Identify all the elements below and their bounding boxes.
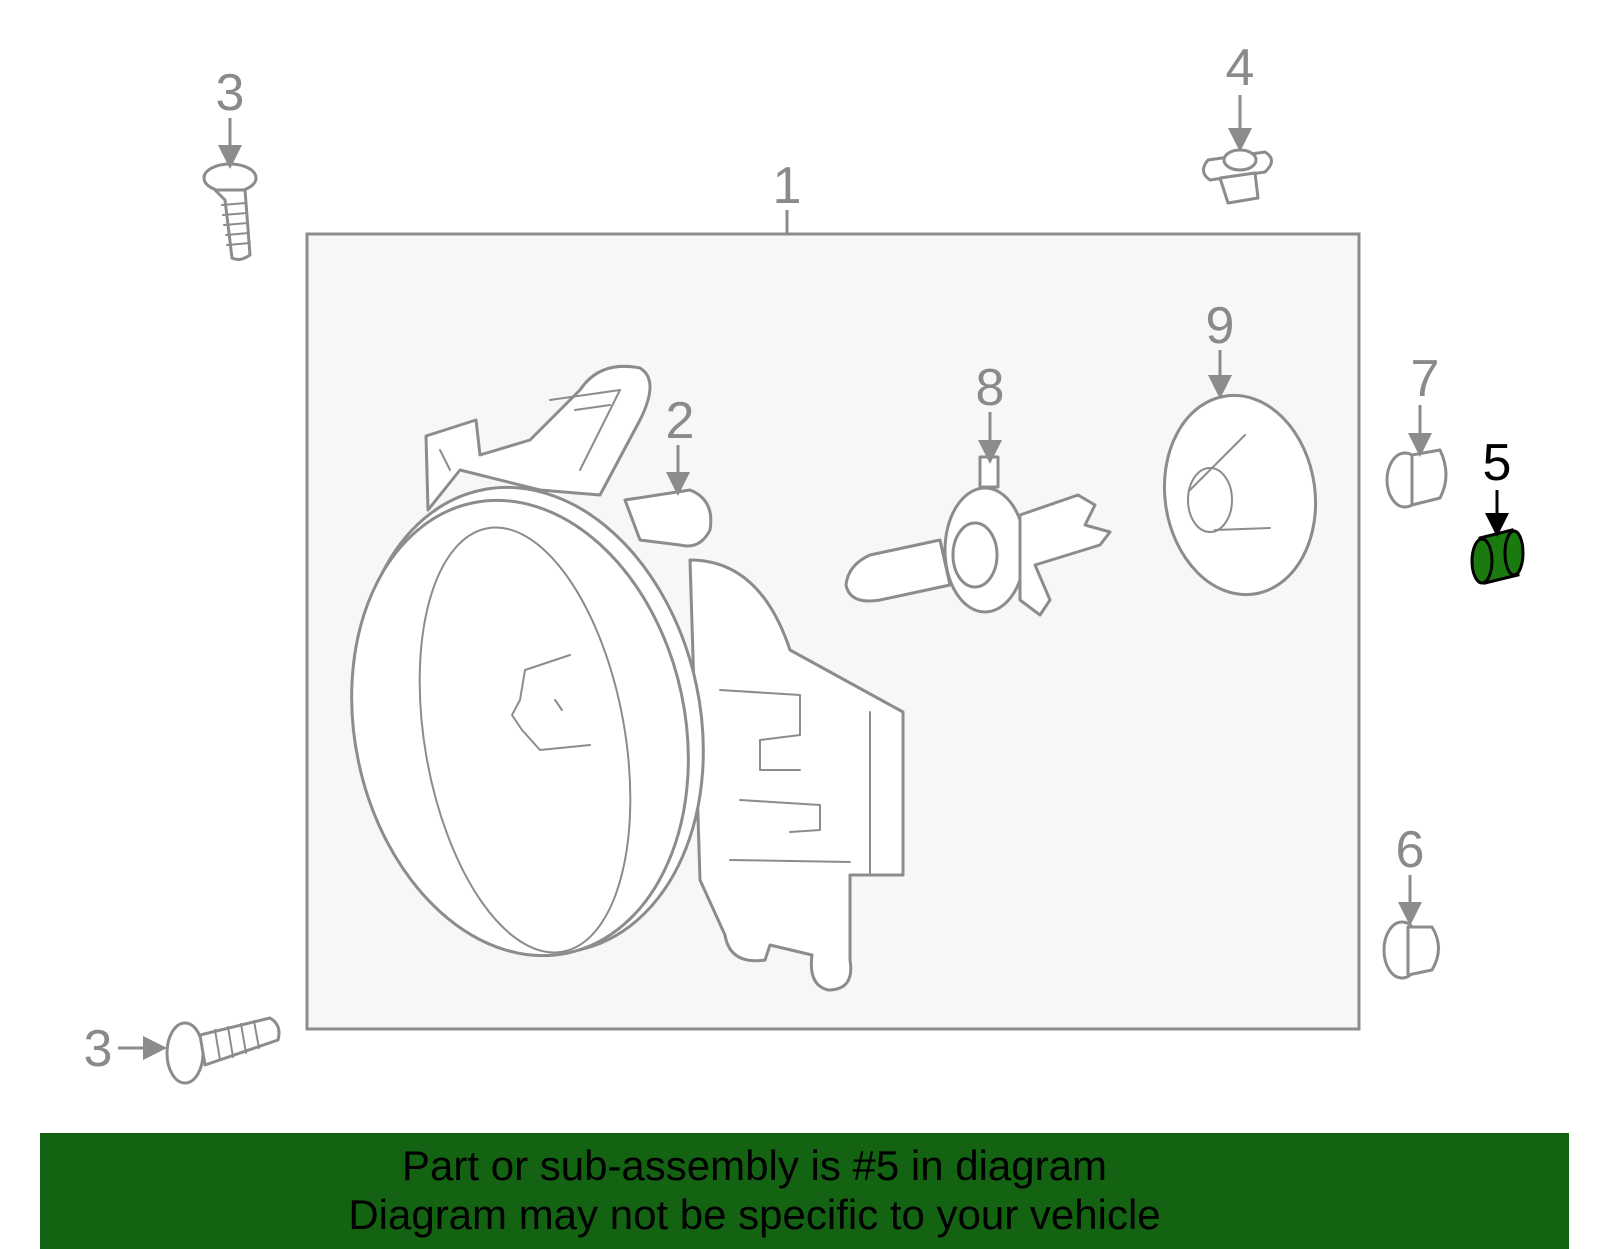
screw-bottom[interactable]	[165, 1016, 281, 1085]
callout-8[interactable]: 8	[976, 359, 1005, 417]
callout-9[interactable]: 9	[1206, 297, 1235, 355]
grommet-6[interactable]	[1382, 920, 1440, 980]
callout-1[interactable]: 1	[773, 157, 802, 215]
info-banner: Part or sub-assembly is #5 in diagram Di…	[40, 1133, 1569, 1249]
clip[interactable]	[1202, 148, 1273, 205]
screw-top[interactable]	[202, 162, 258, 261]
callout-2[interactable]: 2	[666, 392, 695, 450]
banner-line-2: Diagram may not be specific to your vehi…	[348, 1191, 1161, 1238]
callout-7[interactable]: 7	[1411, 350, 1440, 408]
fog-lamp-housing[interactable]	[311, 364, 905, 992]
callout-4[interactable]: 4	[1226, 39, 1255, 97]
bulb[interactable]	[844, 455, 1112, 617]
banner-line-1: Part or sub-assembly is #5 in diagram	[402, 1142, 1107, 1189]
callout-6[interactable]: 6	[1396, 821, 1425, 879]
callout-5[interactable]: 5	[1483, 434, 1512, 492]
grommet-7[interactable]	[1385, 448, 1448, 509]
callout-3-top[interactable]: 3	[216, 64, 245, 122]
callout-3-bottom[interactable]: 3	[84, 1020, 113, 1078]
highlighted-part-5[interactable]	[1470, 528, 1525, 585]
